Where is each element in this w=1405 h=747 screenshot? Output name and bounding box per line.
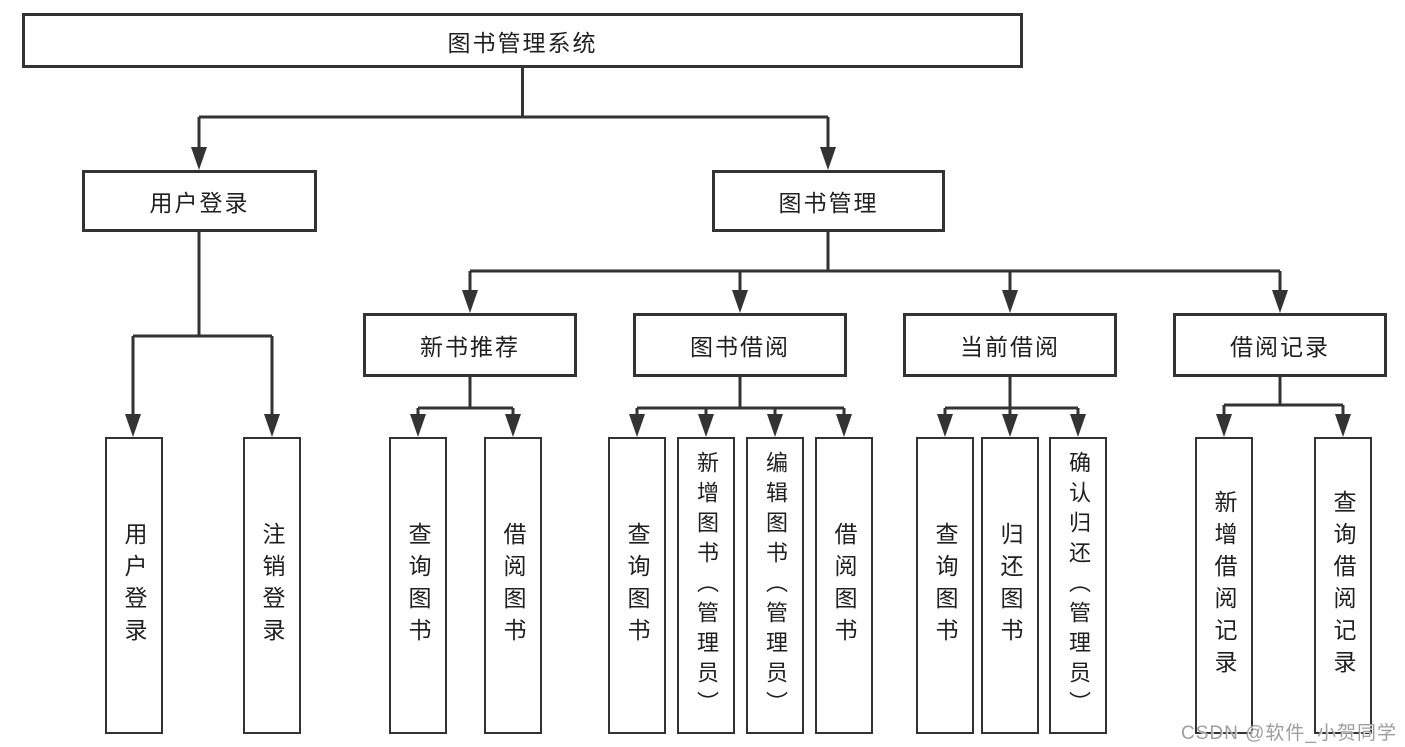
leaf-borrow-book-recommend: 借阅图书 — [484, 437, 542, 734]
leaf-user-login: 用户登录 — [105, 437, 163, 734]
node-book-management: 图书管理 — [712, 170, 945, 232]
connector-root-to-level2 — [191, 68, 836, 170]
leaf-add-book-admin: 新增图书（管理员） — [677, 437, 735, 734]
leaf-return-book: 归还图书 — [981, 437, 1039, 734]
connector-borrow-records-children — [1216, 377, 1351, 437]
node-book-borrow: 图书借阅 — [633, 313, 847, 377]
node-borrow-records: 借阅记录 — [1173, 313, 1387, 377]
leaf-add-borrow-record: 新增借阅记录 — [1195, 437, 1253, 734]
leaf-query-book-borrow: 查询图书 — [608, 437, 666, 734]
connector-new-book-rec-children — [410, 377, 521, 437]
connector-book-borrow-children — [629, 377, 852, 437]
csdn-watermark: CSDN @软件_小贺同学 — [1181, 723, 1397, 744]
leaf-edit-book-admin: 编辑图书（管理员） — [746, 437, 804, 734]
leaf-logout: 注销登录 — [243, 437, 301, 734]
leaf-query-book-recommend: 查询图书 — [389, 437, 447, 734]
connector-current-borrow-children — [937, 377, 1086, 437]
connector-book-mgmt-children — [462, 232, 1288, 313]
leaf-borrow-book-borrow: 借阅图书 — [815, 437, 873, 734]
node-user-login: 用户登录 — [82, 170, 317, 232]
leaf-confirm-return-admin: 确认归还（管理员） — [1049, 437, 1107, 734]
connector-user-login-children — [125, 232, 280, 437]
node-root-system: 图书管理系统 — [22, 13, 1023, 68]
leaf-query-book-current: 查询图书 — [916, 437, 974, 734]
node-current-borrow: 当前借阅 — [903, 313, 1117, 377]
leaf-query-borrow-record: 查询借阅记录 — [1314, 437, 1372, 734]
node-new-book-recommend: 新书推荐 — [363, 313, 577, 377]
